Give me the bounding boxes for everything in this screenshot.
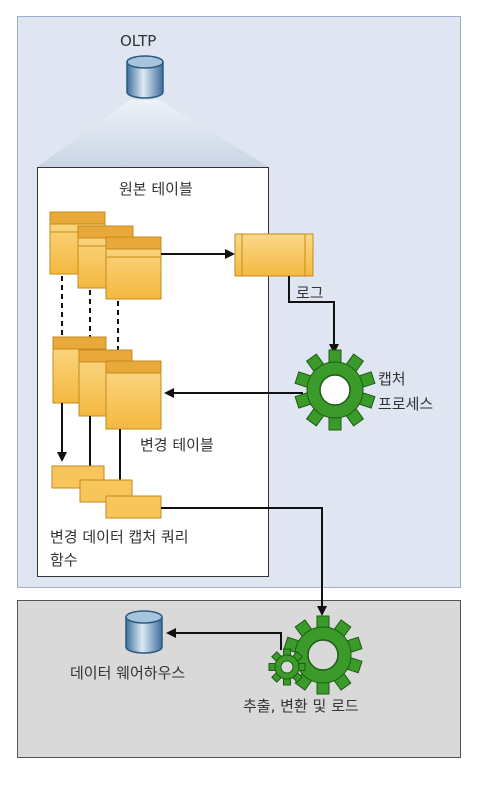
oltp-beam xyxy=(37,100,269,167)
etl-small-gear-icon xyxy=(268,648,306,686)
source-tables-stack xyxy=(49,211,162,300)
etl-to-warehouse-arrow xyxy=(166,628,282,650)
capture-process-label-line1: 캡처 xyxy=(378,370,406,388)
oltp-label: OLTP xyxy=(120,32,157,50)
cdc-query-functions-label-line1: 변경 데이터 캡처 쿼리 xyxy=(50,528,189,546)
cdc-query-functions-label-line2: 함수 xyxy=(50,551,78,569)
change-tables-stack xyxy=(52,336,162,430)
etl-gear-icon xyxy=(283,615,363,695)
source-tables-label: 원본 테이블 xyxy=(119,180,193,198)
etl-label: 추출, 변환 및 로드 xyxy=(243,697,359,715)
capture-process-gear-icon xyxy=(294,349,376,431)
data-warehouse-label: 데이터 웨어하우스 xyxy=(70,664,186,682)
oltp-database-icon xyxy=(126,55,164,99)
source-table-icon xyxy=(105,236,162,300)
query-to-etl-arrow xyxy=(161,507,327,616)
data-warehouse-region xyxy=(17,600,461,758)
capture-process-label-line2: 프로세스 xyxy=(378,395,434,413)
change-tables-label: 변경 테이블 xyxy=(140,436,214,454)
query-function-boxes xyxy=(51,465,162,519)
change-table-icon xyxy=(105,360,162,430)
log-to-capture-arrow xyxy=(288,276,339,354)
data-warehouse-database-icon xyxy=(125,610,163,654)
log-label: 로그 xyxy=(296,284,324,302)
log-table-icon xyxy=(234,233,314,277)
query-function-box xyxy=(105,495,162,519)
